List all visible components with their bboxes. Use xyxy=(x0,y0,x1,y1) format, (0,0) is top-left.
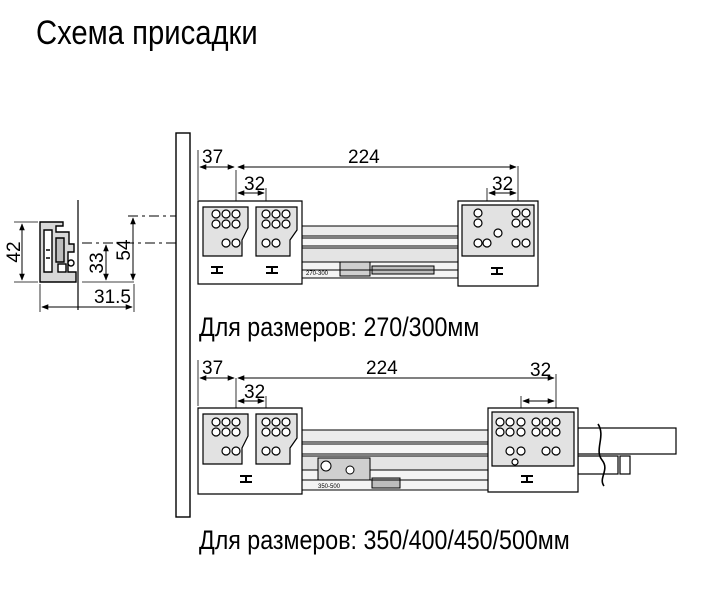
extended-drawer-rail xyxy=(577,423,677,487)
dim-height-54: 54 xyxy=(114,239,135,261)
dim-offset-37: 37 xyxy=(202,147,223,168)
part-label-270-300: 270-300 xyxy=(306,271,329,277)
runner-rail xyxy=(299,429,491,491)
part-label-350-500: 350-500 xyxy=(318,484,341,490)
cabinet-side-panel xyxy=(175,132,191,518)
drawing-270-300: 37 224 32 32 270-300 xyxy=(197,147,539,287)
front-mounting-bracket xyxy=(197,407,303,495)
drawing-350-500: 37 224 32 32 350-500 xyxy=(197,358,677,495)
dim-height-33: 33 xyxy=(87,252,108,273)
front-mounting-bracket xyxy=(197,200,303,285)
dim-offset-37: 37 xyxy=(202,358,223,379)
dim-front-holes-32: 32 xyxy=(244,174,265,195)
rear-mounting-bracket xyxy=(457,200,539,287)
dim-rear-holes-32: 32 xyxy=(530,360,551,381)
dim-front-holes-32: 32 xyxy=(244,382,265,403)
rear-mounting-bracket xyxy=(487,407,579,493)
page-title: Схема присадки xyxy=(36,14,258,52)
dim-height-42: 42 xyxy=(4,241,25,262)
side-profile-view: 42 33 54 31.5 xyxy=(4,200,178,312)
runner-profile-section xyxy=(39,221,77,283)
caption-350-500: Для размеров: 350/400/450/500мм xyxy=(199,525,570,555)
dim-span-224: 224 xyxy=(366,358,398,379)
caption-270-300: Для размеров: 270/300мм xyxy=(199,312,480,342)
dim-span-224: 224 xyxy=(348,147,380,168)
dim-width-31-5: 31.5 xyxy=(94,287,131,308)
dim-rear-holes-32: 32 xyxy=(492,174,513,195)
